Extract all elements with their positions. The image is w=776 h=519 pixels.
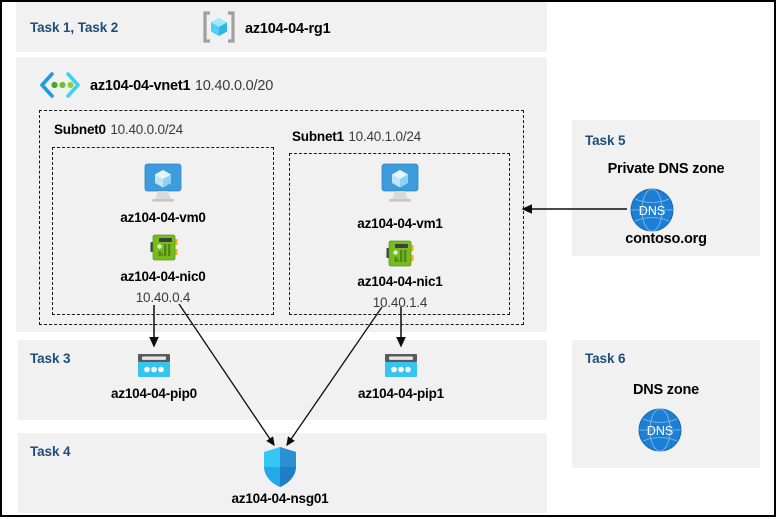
- network-interface-icon: [148, 232, 180, 264]
- task6-label: Task 6: [585, 351, 626, 366]
- nic0-ip: 10.40.0.4: [135, 290, 191, 305]
- subnet1-box: [289, 153, 510, 315]
- dns-icon-text: DNS: [639, 204, 665, 218]
- dns-icon-text: DNS: [647, 424, 673, 438]
- task1-task2-panel: [16, 2, 547, 52]
- virtual-machine-icon: [376, 162, 424, 204]
- public-ip-address-icon: [136, 352, 172, 382]
- resource-group-icon: [201, 9, 237, 45]
- subnet1-cidr: 10.40.1.0/24: [348, 129, 421, 144]
- nic1-ip: 10.40.1.4: [372, 295, 428, 310]
- task3-panel: [18, 340, 547, 420]
- vm0-name: az104-04-vm0: [120, 210, 206, 225]
- vnet-address-space: 10.40.0.0/20: [194, 78, 274, 94]
- subnet0-cidr: 10.40.0.0/24: [110, 122, 183, 137]
- subnet0-title: Subnet0 10.40.0.0/24: [54, 121, 183, 139]
- resource-group-name: az104-04-rg1: [245, 21, 331, 37]
- task6-heading: DNS zone: [632, 382, 700, 398]
- virtual-machine-icon: [139, 162, 187, 204]
- subnet0-box: [52, 147, 274, 315]
- public-ip-address-icon: [383, 352, 419, 382]
- task3-label: Task 3: [30, 351, 71, 366]
- vnet-panel: [16, 57, 547, 332]
- network-interface-icon: [384, 238, 416, 270]
- virtual-network-icon: [38, 71, 82, 99]
- task5-label: Task 5: [585, 133, 626, 148]
- task1-task2-label: Task 1, Task 2: [30, 20, 119, 35]
- task5-heading: Private DNS zone: [607, 161, 725, 177]
- task4-label: Task 4: [30, 444, 71, 459]
- nic0-name: az104-04-nic0: [120, 269, 206, 284]
- task5-panel: [572, 120, 760, 256]
- network-security-group-icon: [262, 446, 298, 488]
- nsg-name: az104-04-nsg01: [231, 491, 329, 506]
- subnet1-name: Subnet1: [292, 129, 344, 144]
- dns-zone-icon: DNS: [628, 186, 676, 234]
- dns-zone-icon: DNS: [636, 406, 684, 454]
- subnet1-title: Subnet1 10.40.1.0/24: [292, 128, 421, 146]
- pip1-name: az104-04-pip1: [358, 386, 444, 401]
- vnet-name: az104-04-vnet1: [90, 78, 191, 94]
- vm1-name: az104-04-vm1: [357, 216, 443, 231]
- pip0-name: az104-04-pip0: [111, 386, 197, 401]
- nic1-name: az104-04-nic1: [357, 274, 443, 289]
- subnet0-name: Subnet0: [54, 122, 106, 137]
- subnets-container: [39, 110, 524, 325]
- task5-zone-name: contoso.org: [625, 231, 707, 247]
- vnet-title: az104-04-vnet1 10.40.0.0/20: [90, 77, 273, 95]
